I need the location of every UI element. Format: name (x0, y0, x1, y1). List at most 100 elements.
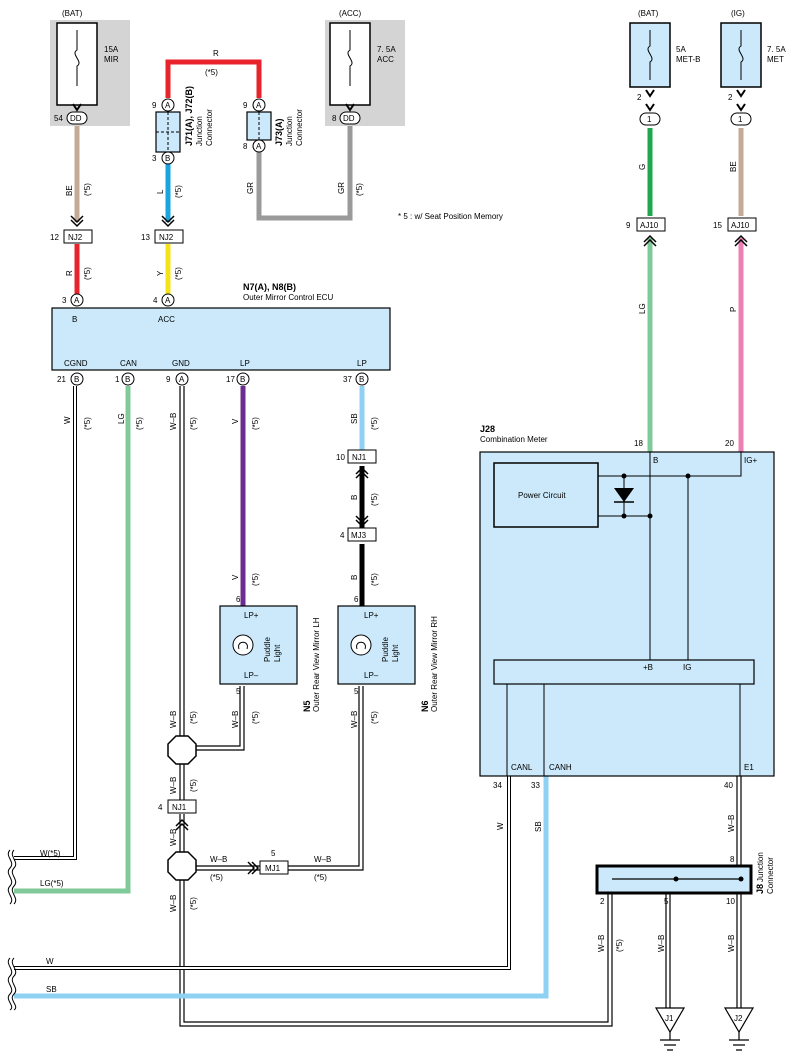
svg-text:AJ10: AJ10 (640, 221, 659, 230)
svg-text:V: V (231, 574, 240, 580)
svg-text:V: V (231, 418, 240, 424)
splice-1[interactable] (167, 735, 197, 765)
svg-text:5: 5 (664, 897, 669, 906)
connector-dd-mir[interactable]: DD 54 (54, 103, 88, 125)
svg-text:BE: BE (65, 185, 74, 196)
svg-text:L: L (156, 189, 165, 194)
svg-text:(*5): (*5) (205, 68, 218, 77)
svg-text:N5: N5 (302, 700, 312, 712)
outer-mirror-control-ecu[interactable]: N7(A), N8(B) Outer Mirror Control ECU B … (51, 282, 391, 386)
svg-text:AJ10: AJ10 (731, 221, 750, 230)
splice-2[interactable] (167, 851, 197, 881)
svg-text:LG: LG (638, 303, 647, 314)
power-circuit (493, 462, 599, 528)
connector-aj10-ig[interactable]: AJ10 15 (713, 217, 757, 247)
fuse-icon (347, 30, 353, 86)
svg-text:(*5): (*5) (189, 711, 198, 724)
svg-text:W–B: W–B (657, 935, 666, 952)
svg-text:Light: Light (391, 644, 400, 662)
svg-text:7. 5A: 7. 5A (767, 45, 786, 54)
svg-text:A: A (165, 101, 171, 110)
fuse-icon (74, 30, 80, 86)
connector-nj2-b[interactable]: NJ2 12 (50, 215, 93, 244)
wire-lg[interactable] (14, 386, 131, 894)
svg-text:W–B: W–B (169, 413, 178, 430)
fuse-mir[interactable]: (BAT) 15A MIR (50, 9, 130, 126)
svg-text:Junction: Junction (756, 852, 765, 882)
ground-j2[interactable]: J2 (723, 1007, 755, 1051)
ground-icon (729, 1032, 749, 1051)
connector-aj10-b[interactable]: AJ10 9 (626, 217, 666, 247)
svg-text:54: 54 (54, 114, 63, 123)
connector-1-met-b[interactable]: 2 1 (637, 89, 661, 126)
connector-nj1-sb[interactable]: NJ1 10 (336, 449, 377, 479)
svg-text:(*5): (*5) (174, 267, 183, 280)
svg-text:A: A (179, 375, 185, 384)
connector-mj3[interactable]: MJ3 4 (340, 515, 377, 542)
svg-text:W–B: W–B (169, 711, 178, 728)
wire-w5[interactable] (14, 386, 76, 859)
svg-text:Combination Meter: Combination Meter (480, 435, 548, 444)
connector-1-met[interactable]: 2 1 (728, 89, 752, 126)
svg-text:GR: GR (246, 182, 255, 194)
connector-mj1[interactable]: MJ1 5 (247, 849, 289, 875)
svg-text:GND: GND (172, 359, 190, 368)
svg-text:34: 34 (493, 781, 502, 790)
svg-text:J28: J28 (480, 424, 495, 434)
connector-nj2-acc[interactable]: NJ2 13 (141, 215, 184, 244)
wire-sb-bottom[interactable] (14, 776, 549, 999)
diode-icon (614, 488, 634, 502)
connector-dd-acc[interactable]: DD 8 (332, 103, 361, 125)
svg-text:9: 9 (152, 101, 157, 110)
svg-text:(*5): (*5) (83, 417, 92, 430)
svg-text:(*5): (*5) (370, 573, 379, 586)
wire-wb-group[interactable] (179, 386, 742, 1027)
svg-text:Outer Rear View Mirror LH: Outer Rear View Mirror LH (312, 617, 321, 712)
combination-meter[interactable]: J28 Combination Meter 18 20 B IG+ Power … (479, 424, 775, 790)
bulb-icon (350, 634, 372, 656)
svg-text:MJ3: MJ3 (351, 531, 367, 540)
svg-text:5: 5 (236, 687, 241, 696)
svg-text:4: 4 (158, 803, 163, 812)
svg-text:Junction: Junction (195, 116, 204, 146)
svg-text:J8: J8 (755, 884, 765, 894)
junction-j71[interactable]: A B 9 3 J71(A), J72(B) Junction Connecto… (152, 86, 214, 165)
svg-text:LP+: LP+ (244, 611, 259, 620)
svg-text:J71(A), J72(B): J71(A), J72(B) (184, 86, 194, 146)
svg-text:9: 9 (166, 375, 171, 384)
wire-gr[interactable] (256, 126, 353, 221)
svg-text:IG: IG (683, 663, 691, 672)
svg-text:LP+: LP+ (364, 611, 379, 620)
connector-nj1-ground[interactable]: NJ1 4 (158, 799, 197, 831)
svg-text:B: B (165, 154, 170, 163)
svg-text:5: 5 (354, 687, 359, 696)
fuse-met[interactable]: (IG) 7. 5A MET (720, 9, 786, 88)
wire-w[interactable] (14, 776, 510, 969)
mirror-lh[interactable]: LP+ LP– Puddle Light 6 5 N5 Outer Rear V… (219, 595, 321, 712)
fuse-acc[interactable]: (ACC) 7. 5A ACC (325, 9, 405, 126)
svg-text:W–B: W–B (727, 815, 736, 832)
svg-text:2: 2 (600, 897, 605, 906)
svg-text:10: 10 (336, 453, 345, 462)
svg-text:Puddle: Puddle (381, 637, 390, 662)
fuse-met-b[interactable]: (BAT) 5A MET-B (629, 9, 700, 88)
offpage-marks (7, 849, 17, 1011)
svg-text:(*5): (*5) (251, 417, 260, 430)
svg-text:W–B: W–B (350, 711, 359, 728)
svg-text:W–B: W–B (169, 829, 178, 846)
fuse-icon (738, 30, 744, 80)
svg-text:(*5): (*5) (189, 417, 198, 430)
ground-j1[interactable]: J1 (654, 1007, 686, 1051)
svg-text:10: 10 (726, 897, 735, 906)
junction-j73[interactable]: A A 9 8 J73(A) Junction Connector (243, 98, 304, 153)
svg-text:12: 12 (50, 233, 59, 242)
mirror-rh[interactable]: LP+ LP– Puddle Light 6 5 N6 Outer Rear V… (337, 595, 439, 712)
svg-text:(*5): (*5) (83, 183, 92, 196)
svg-text:LP: LP (357, 359, 367, 368)
wire-r-loop[interactable] (165, 59, 262, 98)
svg-text:N6: N6 (420, 700, 430, 712)
junction-j8[interactable]: 8 2 5 10 J8 Junction Connector (595, 852, 775, 906)
svg-text:J1: J1 (665, 1014, 674, 1023)
svg-text:MET: MET (767, 55, 784, 64)
svg-text:A: A (256, 101, 262, 110)
